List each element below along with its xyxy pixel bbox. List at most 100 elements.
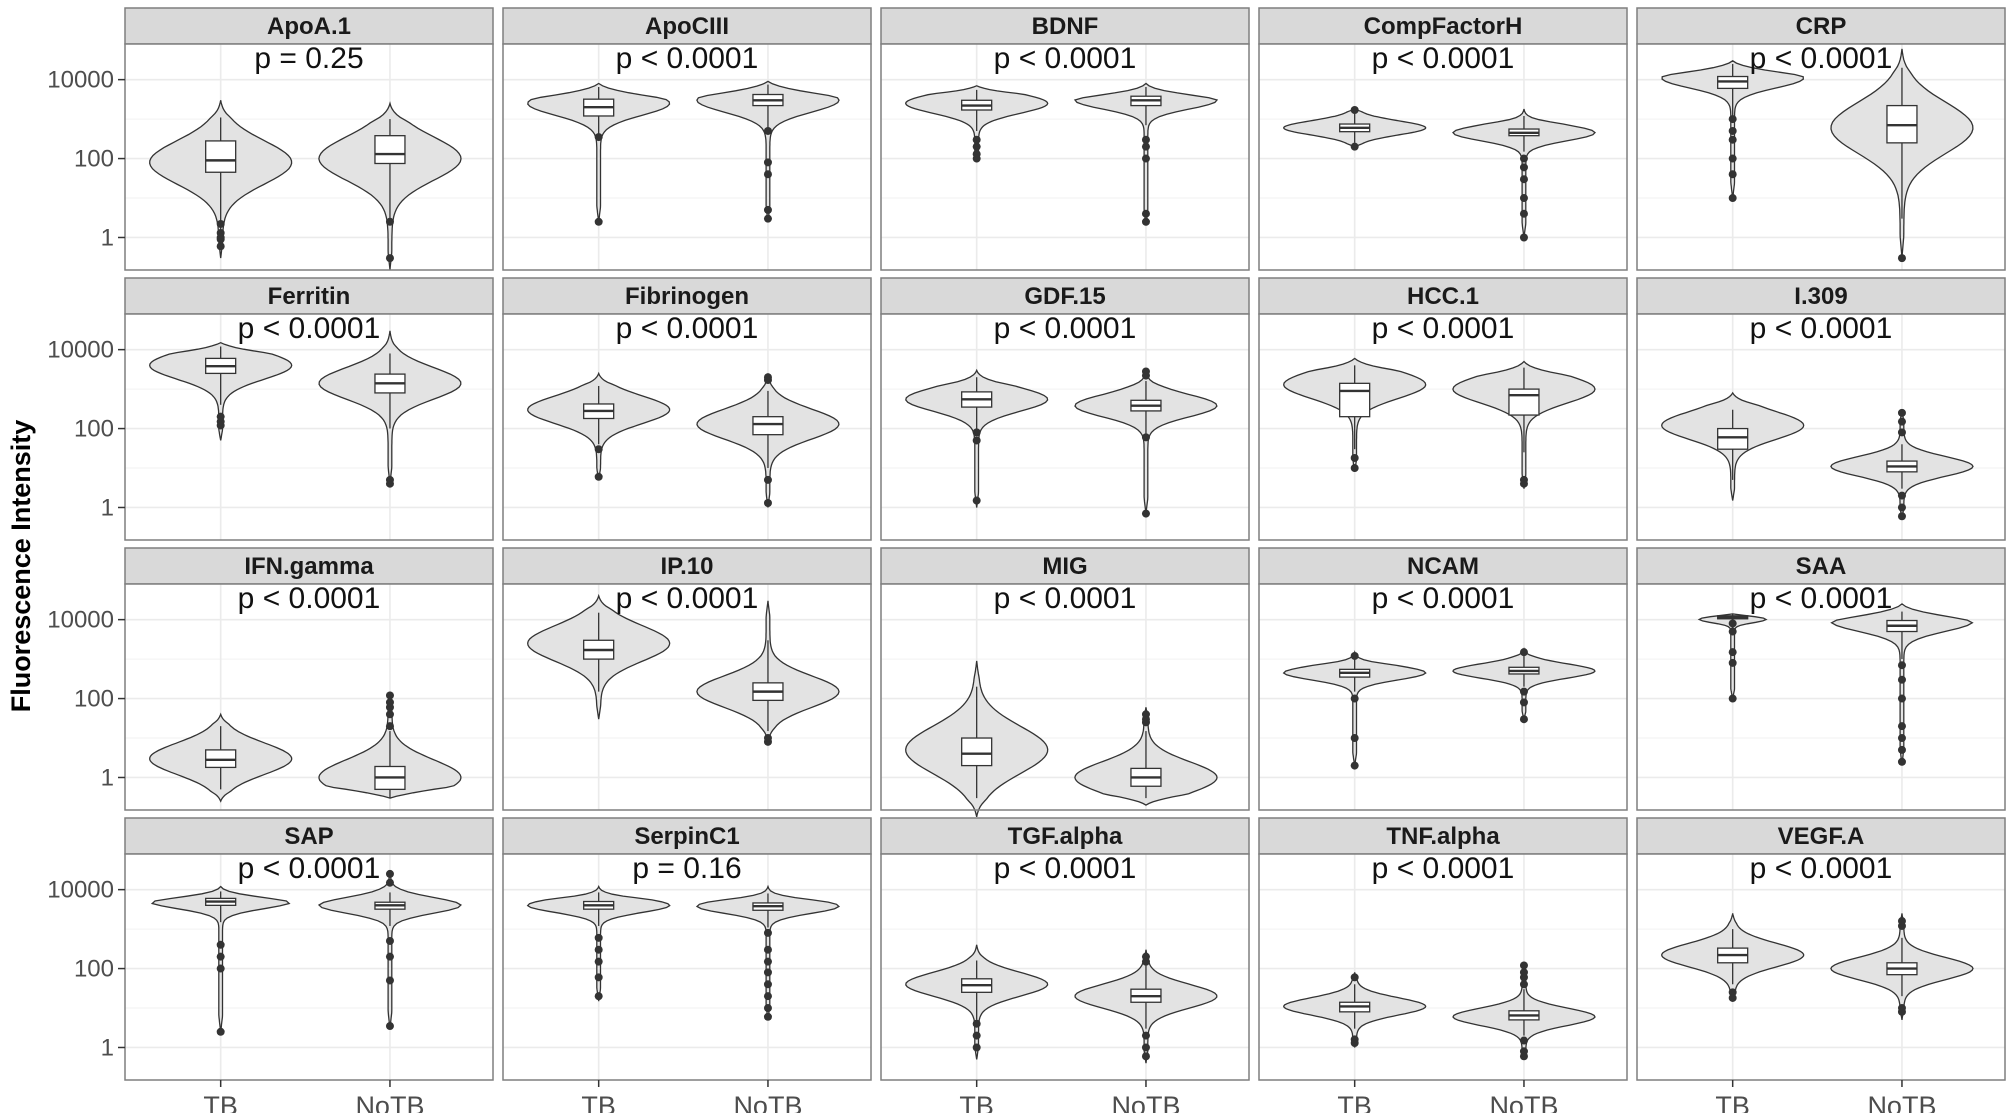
outlier-point bbox=[763, 980, 772, 989]
group-notb bbox=[696, 80, 840, 223]
outlier-point bbox=[1897, 661, 1906, 670]
p-value-label: p < 0.0001 bbox=[994, 852, 1137, 885]
x-tick-label: TB bbox=[203, 1091, 238, 1113]
y-axis-label: Fluorescence Intensity bbox=[6, 420, 36, 713]
outlier-point bbox=[763, 957, 772, 966]
group-tb bbox=[905, 660, 1049, 818]
outlier-point bbox=[1350, 694, 1359, 703]
y-tick-label: 100 bbox=[74, 956, 114, 983]
outlier-point bbox=[216, 940, 225, 949]
p-value-label: p < 0.0001 bbox=[1750, 852, 1893, 885]
violin-shape bbox=[1697, 613, 1768, 699]
outlier-point bbox=[1141, 217, 1150, 226]
group-tb bbox=[905, 944, 1049, 1060]
box-iqr bbox=[374, 135, 406, 165]
outlier-point bbox=[1141, 1031, 1150, 1040]
p-value-label: p < 0.0001 bbox=[1372, 312, 1515, 345]
p-value-label: p < 0.0001 bbox=[994, 582, 1137, 615]
p-value-label: p < 0.0001 bbox=[1372, 582, 1515, 615]
outlier-point bbox=[385, 691, 394, 700]
outlier-point bbox=[385, 710, 394, 719]
outlier-point bbox=[1897, 1007, 1906, 1016]
outlier-point bbox=[1897, 254, 1906, 263]
outlier-point bbox=[1728, 694, 1737, 703]
strip-background bbox=[124, 7, 494, 45]
outlier-point bbox=[1519, 980, 1528, 989]
outlier-point bbox=[1897, 491, 1906, 500]
group-tb bbox=[149, 712, 293, 803]
violin-shape bbox=[1073, 82, 1219, 226]
outlier-point bbox=[1728, 988, 1737, 997]
outlier-point bbox=[216, 952, 225, 961]
box-iqr bbox=[961, 737, 993, 767]
outlier-point bbox=[1728, 627, 1737, 636]
p-value-label: p < 0.0001 bbox=[994, 42, 1137, 75]
strip-background bbox=[880, 277, 1250, 315]
group-tb bbox=[1282, 650, 1427, 770]
y-tick-label: 10000 bbox=[47, 67, 114, 94]
outlier-point bbox=[1141, 142, 1150, 151]
outlier-point bbox=[1897, 408, 1906, 417]
outlier-point bbox=[763, 475, 772, 484]
p-value-label: p < 0.0001 bbox=[1750, 582, 1893, 615]
outlier-point bbox=[1897, 428, 1906, 437]
outlier-point bbox=[1141, 135, 1150, 144]
strip-title: IP.10 bbox=[661, 553, 714, 580]
strip-title: Ferritin bbox=[268, 283, 351, 310]
p-value-label: p < 0.0001 bbox=[616, 312, 759, 345]
group-notb bbox=[1452, 647, 1596, 724]
outlier-point bbox=[1519, 209, 1528, 218]
outlier-point bbox=[594, 933, 603, 942]
panel-border bbox=[502, 583, 872, 811]
outlier-point bbox=[972, 1043, 981, 1052]
outlier-point bbox=[763, 170, 772, 179]
panel-border bbox=[1636, 583, 2006, 811]
strip-title: MIG bbox=[1042, 553, 1087, 580]
outlier-point bbox=[1897, 675, 1906, 684]
outlier-point bbox=[1519, 1052, 1528, 1061]
strip-title: Fibrinogen bbox=[625, 283, 749, 310]
outlier-point bbox=[1519, 233, 1528, 242]
outlier-point bbox=[1519, 687, 1528, 696]
outlier-point bbox=[972, 496, 981, 505]
x-tick-label: NoTB bbox=[1111, 1091, 1180, 1113]
outlier-point bbox=[385, 1022, 394, 1031]
outlier-point bbox=[385, 254, 394, 263]
strip-title: GDF.15 bbox=[1024, 283, 1105, 310]
group-notb bbox=[1830, 408, 1974, 521]
p-value-label: p < 0.0001 bbox=[616, 582, 759, 615]
outlier-point bbox=[1350, 464, 1359, 473]
y-tick-label: 100 bbox=[74, 146, 114, 173]
outlier-point bbox=[763, 968, 772, 977]
y-tick-label: 10000 bbox=[47, 607, 114, 634]
group-notb bbox=[1074, 949, 1218, 1064]
group-tb bbox=[1661, 391, 1805, 501]
outlier-point bbox=[763, 205, 772, 214]
plot-background bbox=[1259, 584, 1627, 810]
outlier-point bbox=[1897, 512, 1906, 521]
y-tick-label: 1 bbox=[101, 224, 114, 251]
strip-background bbox=[124, 817, 494, 855]
outlier-point bbox=[1519, 968, 1528, 977]
group-tb bbox=[526, 884, 671, 1002]
outlier-point bbox=[216, 233, 225, 242]
outlier-point bbox=[385, 722, 394, 731]
y-tick-label: 100 bbox=[74, 686, 114, 713]
panel-border bbox=[1258, 583, 1628, 811]
outlier-point bbox=[972, 135, 981, 144]
plot-background bbox=[881, 854, 1249, 1080]
group-notb bbox=[696, 373, 840, 508]
outlier-point bbox=[385, 475, 394, 484]
outlier-point bbox=[1350, 1038, 1359, 1047]
outlier-point bbox=[1350, 142, 1359, 151]
x-tick-label: NoTB bbox=[733, 1091, 802, 1113]
outlier-point bbox=[1728, 194, 1737, 203]
outlier-point bbox=[763, 734, 772, 743]
outlier-point bbox=[594, 472, 603, 481]
outlier-point bbox=[1350, 734, 1359, 743]
strip-title: TNF.alpha bbox=[1386, 823, 1500, 850]
